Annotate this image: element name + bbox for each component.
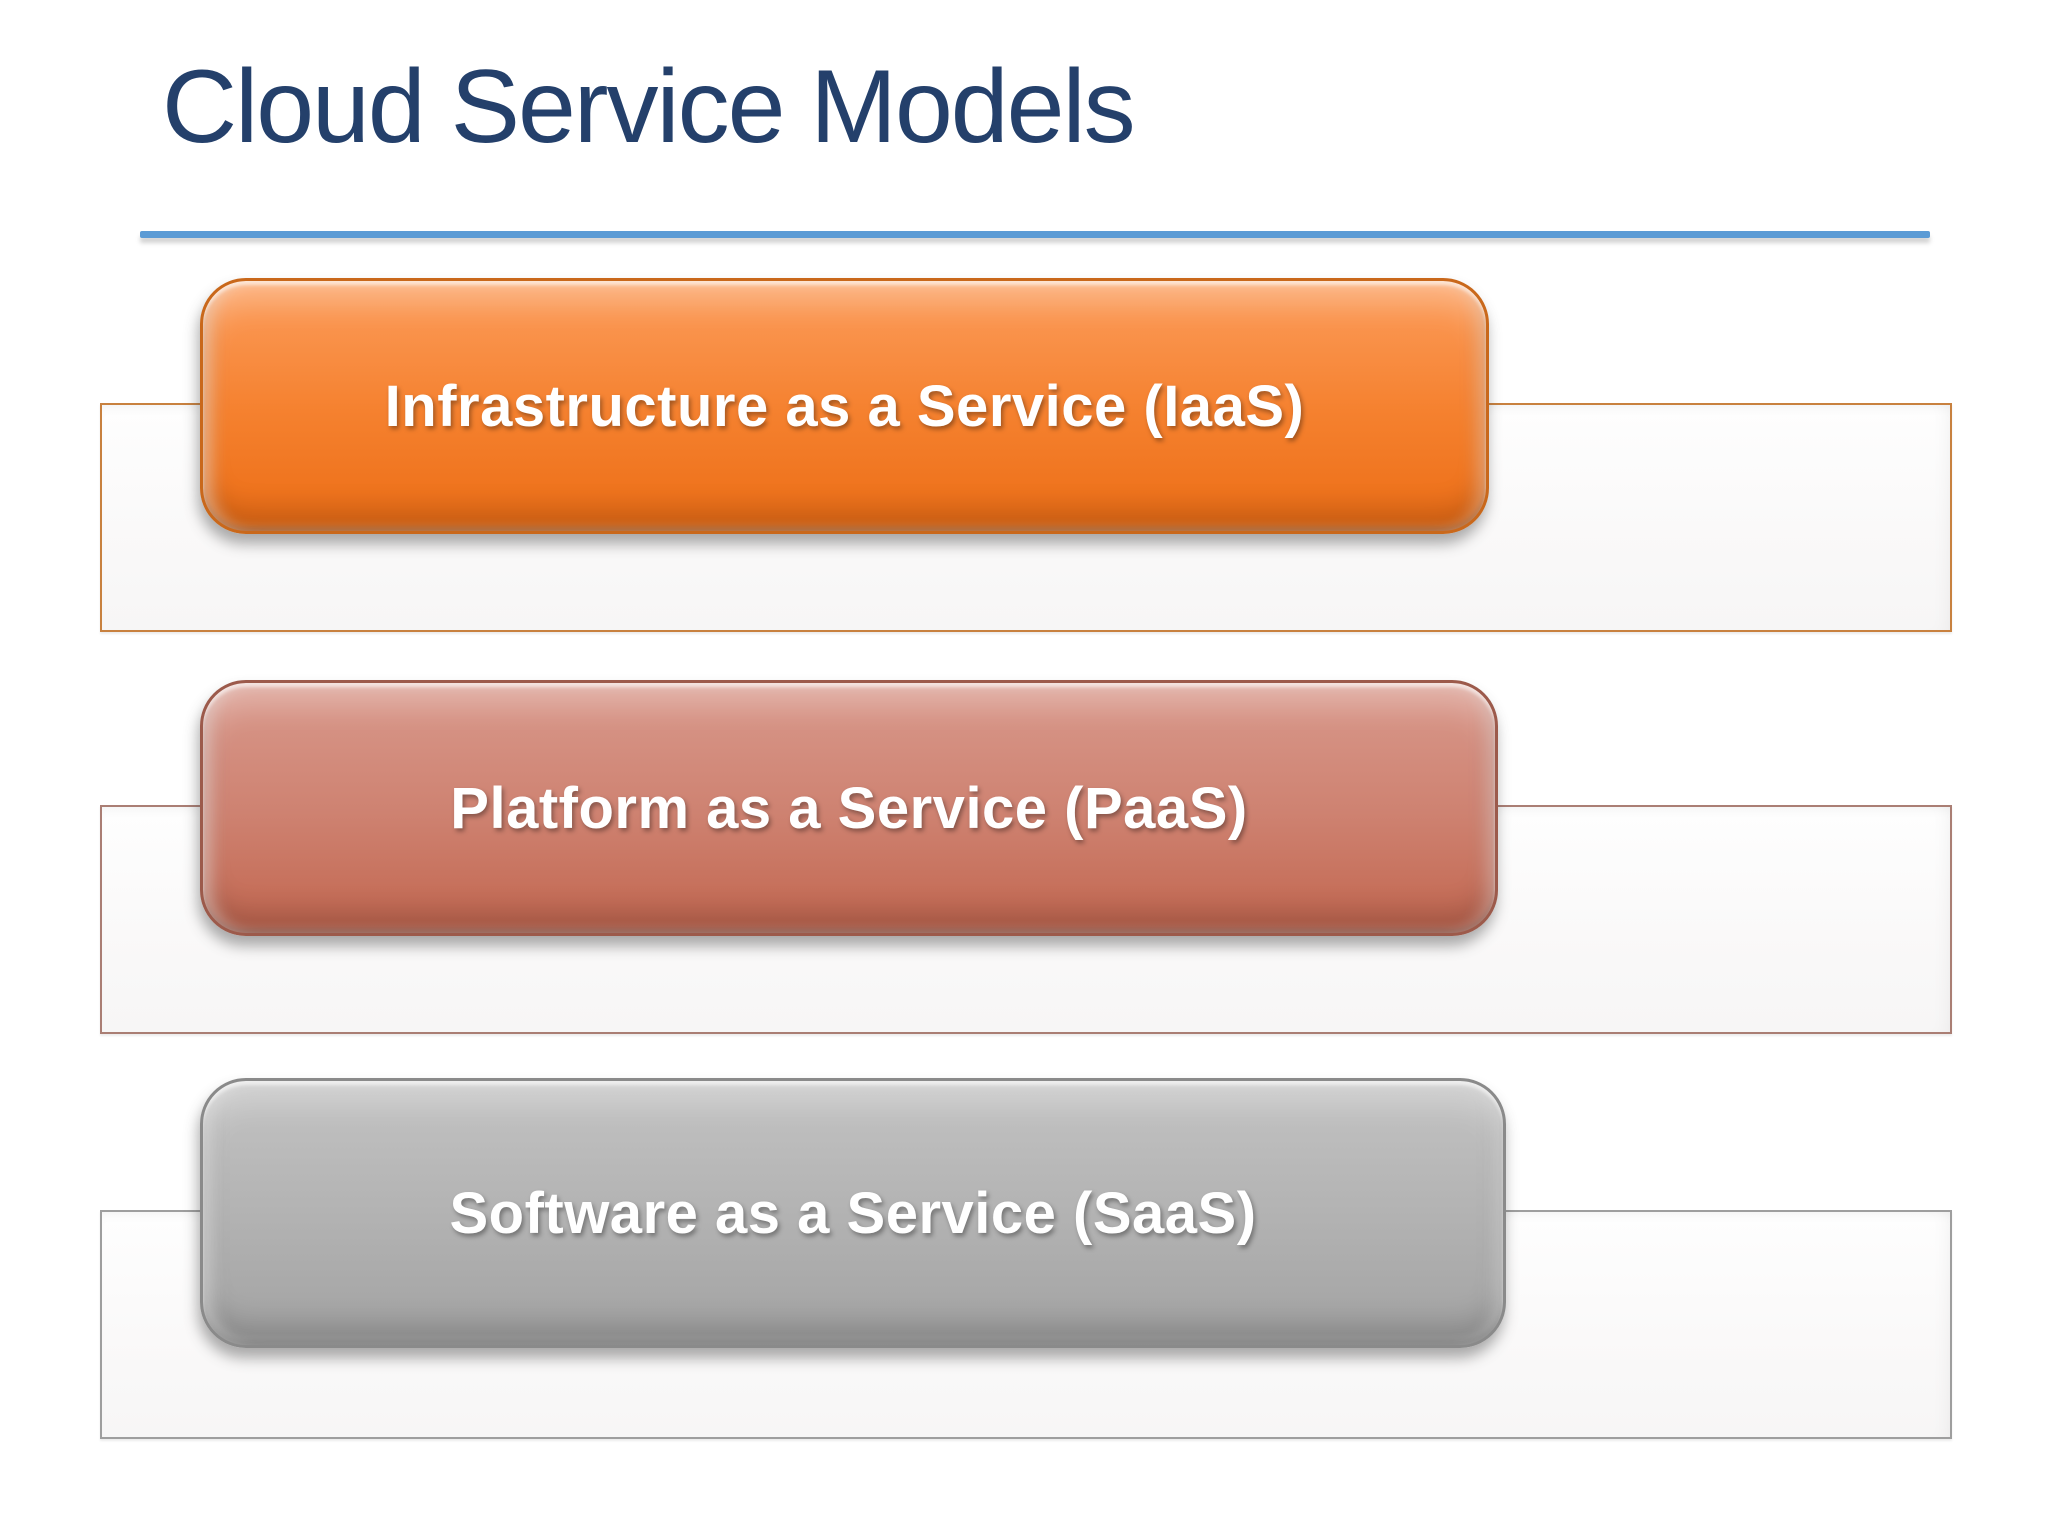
service-model-row: Software as a Service (SaaS) [0, 1078, 2048, 1478]
service-model-row: Infrastructure as a Service (IaaS) [0, 278, 2048, 678]
service-model-label: Platform as a Service (PaaS) [450, 775, 1248, 841]
service-model-pill-iaas: Infrastructure as a Service (IaaS) [200, 278, 1489, 534]
service-model-row: Platform as a Service (PaaS) [0, 680, 2048, 1080]
service-model-pill-paas: Platform as a Service (PaaS) [200, 680, 1498, 936]
service-model-label: Infrastructure as a Service (IaaS) [384, 373, 1305, 439]
slide-title: Cloud Service Models [162, 49, 1136, 165]
service-model-label: Software as a Service (SaaS) [449, 1180, 1257, 1246]
service-model-pill-saas: Software as a Service (SaaS) [200, 1078, 1506, 1348]
title-underline [140, 231, 1930, 238]
